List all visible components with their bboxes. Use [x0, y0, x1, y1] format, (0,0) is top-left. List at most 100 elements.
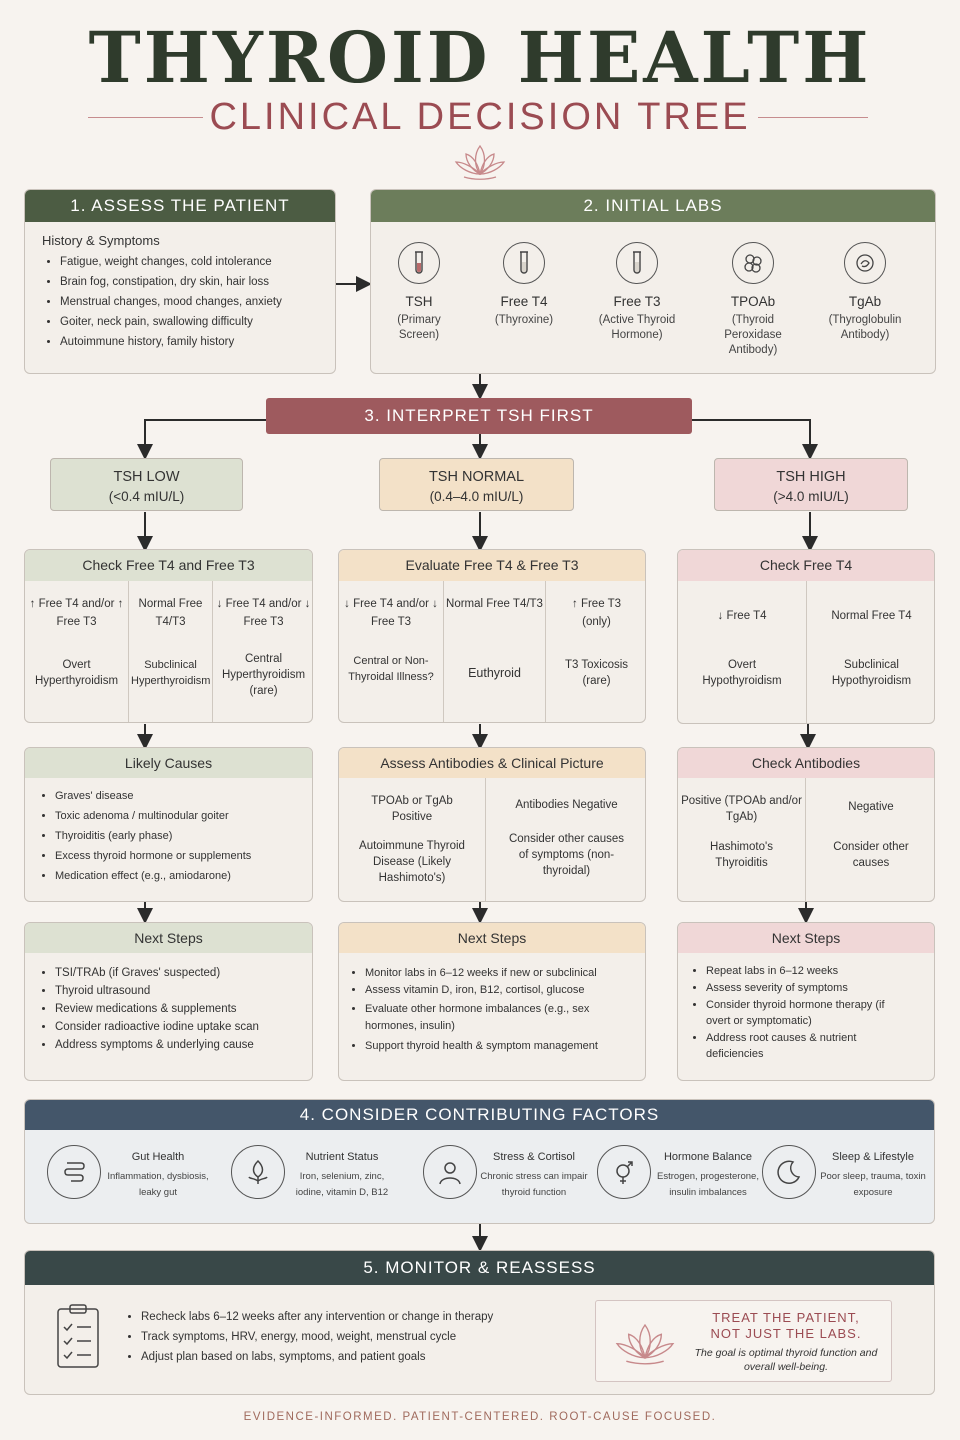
lab-name: TPOAb: [730, 294, 776, 309]
diagnosis: Overt Hypothyroidism: [702, 659, 782, 687]
list-item: Adjust plan based on labs, symptoms, and…: [141, 1351, 585, 1363]
symptom-list: Fatigue, weight changes, cold intoleranc…: [44, 256, 334, 356]
list-item: Review medications & supplements: [55, 1003, 309, 1015]
factor-title: Gut Health: [131, 1151, 185, 1163]
normal-next-steps-title: Next Steps: [339, 923, 645, 953]
divider: [806, 581, 807, 723]
diagnosis: Central Hyperthyroidism (rare): [221, 653, 306, 697]
low-check-cell: ↓ Free T4 and/or ↓ Free T3 Central Hyper…: [213, 581, 312, 722]
low-check-title: Check Free T4 and Free T3: [25, 550, 312, 581]
diagnosis: Overt Hyperthyroidism: [34, 659, 119, 687]
factor-description: Iron, selenium, zinc, iodine, vitamin D,…: [295, 1171, 389, 1198]
lab-finding: Normal Free T4/T3: [138, 598, 203, 628]
lab-description: (Thyroid Peroxidase Antibody): [724, 314, 782, 356]
high-next-steps-title: Next Steps: [678, 923, 934, 953]
high-antibodies-title: Check Antibodies: [678, 748, 934, 778]
high-antibodies-panel: Check Antibodies Positive (TPOAb and/or …: [677, 747, 935, 902]
initial-labs-title: 2. INITIAL LABS: [371, 190, 935, 222]
list-item: Goiter, neck pain, swallowing difficulty: [60, 316, 334, 328]
callout-title: TREAT THE PATIENT, NOT JUST THE LABS.: [710, 1310, 862, 1341]
factor-sleep-lifestyle: Sleep & Lifestyle Poor sleep, trauma, to…: [762, 1145, 934, 1205]
contributing-factors-title: 4. CONSIDER CONTRIBUTING FACTORS: [25, 1100, 934, 1130]
high-check-cell: Normal Free T4 Subclinical Hypothyroidis…: [807, 581, 934, 723]
intestine-icon: [47, 1145, 101, 1199]
tsh-normal-label: TSH NORMAL: [428, 469, 525, 485]
diagnosis: Central or Non-Thyroidal Illness?: [348, 655, 434, 683]
lotus-icon: [450, 140, 510, 182]
lab-finding: ↓ Free T4: [717, 610, 767, 622]
list-item: Toxic adenoma / multinodular goiter: [55, 810, 309, 822]
list-item: Fatigue, weight changes, cold intoleranc…: [60, 256, 334, 268]
lab-finding: ↓ Free T4 and/or ↓ Free T3: [344, 598, 438, 628]
lab-item-tpoab: TPOAb (Thyroid Peroxidase Antibody): [693, 242, 813, 358]
high-next-steps-panel: Next Steps Repeat labs in 6–12 weeks Ass…: [677, 922, 935, 1081]
normal-next-steps-panel: Next Steps Monitor labs in 6–12 weeks if…: [338, 922, 646, 1081]
test-tube-icon: [616, 242, 658, 284]
tsh-high-box: TSH HIGH (>4.0 mIU/L): [714, 458, 908, 511]
divider: [805, 778, 806, 901]
list-item: Assess vitamin D, iron, B12, cortisol, g…: [365, 984, 637, 996]
tsh-high-label: TSH HIGH: [776, 469, 846, 485]
factor-gut-health: Gut Health Inflammation, dysbiosis, leak…: [47, 1145, 227, 1205]
factor-title: Stress & Cortisol: [493, 1151, 575, 1163]
list-item: Thyroiditis (early phase): [55, 830, 309, 842]
list-item: Address symptoms & underlying cause: [55, 1039, 309, 1051]
low-check-panel: Check Free T4 and Free T3 ↑ Free T4 and/…: [24, 549, 313, 723]
list-item: Track symptoms, HRV, energy, mood, weigh…: [141, 1331, 585, 1343]
gender-icon: [597, 1145, 651, 1199]
monitor-panel: 5. MONITOR & REASSESS Recheck labs 6–12 …: [24, 1250, 935, 1395]
factor-description: Chronic stress can impair thyroid functi…: [480, 1171, 588, 1198]
factor-nutrient-status: Nutrient Status Iron, selenium, zinc, io…: [231, 1145, 411, 1205]
antibody-result: Antibodies Negative: [515, 799, 618, 811]
low-next-steps-title: Next Steps: [25, 923, 312, 953]
tsh-low-box: TSH LOW (<0.4 mIU/L): [50, 458, 243, 511]
lab-item-free-t3: Free T3 (Active Thyroid Hormone): [577, 242, 697, 343]
antibody-result: TPOAb or TgAb Positive: [371, 795, 453, 823]
list-item: Recheck labs 6–12 weeks after any interv…: [141, 1311, 585, 1323]
tsh-high-range: (>4.0 mIU/L): [773, 489, 849, 504]
normal-check-cell: ↓ Free T4 and/or ↓ Free T3 Central or No…: [339, 581, 443, 722]
normal-antibody-cell: TPOAb or TgAb Positive Autoimmune Thyroi…: [339, 778, 485, 901]
normal-antibody-cell: Antibodies Negative Consider other cause…: [486, 778, 645, 901]
lab-description: (Active Thyroid Hormone): [598, 314, 676, 341]
antibody-icon: [844, 242, 886, 284]
divider: [212, 581, 213, 722]
normal-steps-list: Monitor labs in 6–12 weeks if new or sub…: [349, 967, 637, 1057]
cells-icon: [732, 242, 774, 284]
list-item: Brain fog, constipation, dry skin, hair …: [60, 276, 334, 288]
initial-labs-panel: 2. INITIAL LABS TSH (Primary Screen) Fre…: [370, 189, 936, 374]
test-tube-icon: [503, 242, 545, 284]
lab-item-tsh: TSH (Primary Screen): [371, 242, 479, 343]
list-item: Evaluate other hormone imbalances (e.g.,…: [365, 1001, 605, 1035]
antibody-result: Negative: [848, 801, 894, 813]
low-next-steps-panel: Next Steps TSI/TRAb (if Graves' suspecte…: [24, 922, 313, 1081]
lab-name: TgAb: [848, 294, 882, 309]
likely-causes-panel: Likely Causes Graves' disease Toxic aden…: [24, 747, 313, 902]
title-divider-left: [88, 117, 203, 118]
normal-check-title: Evaluate Free T4 & Free T3: [339, 550, 645, 581]
divider: [545, 581, 546, 722]
lab-name: TSH: [405, 294, 433, 309]
diagnosis: Autoimmune Thyroid Disease (Likely Hashi…: [359, 840, 465, 884]
lab-name: Free T3: [613, 294, 661, 309]
lab-finding: ↓ Free T4 and/or ↓ Free T3: [216, 598, 311, 628]
tsh-normal-range: (0.4–4.0 mIU/L): [429, 489, 524, 504]
tsh-low-range: (<0.4 mIU/L): [108, 489, 185, 504]
leaf-icon: [231, 1145, 285, 1199]
diagnosis: Consider other causes of symptoms (non-t…: [508, 833, 625, 877]
list-item: Repeat labs in 6–12 weeks: [706, 963, 920, 979]
list-item: Support thyroid health & symptom managem…: [365, 1040, 637, 1052]
high-antibody-cell: Negative Consider other causes: [806, 778, 934, 901]
normal-check-cell: ↑ Free T3 (only) T3 Toxicosis (rare): [546, 581, 645, 722]
factor-description: Poor sleep, trauma, toxin exposure: [820, 1171, 926, 1198]
lab-finding: ↑ Free T3 (only): [572, 598, 621, 628]
normal-check-panel: Evaluate Free T4 & Free T3 ↓ Free T4 and…: [338, 549, 646, 723]
lotus-icon: [610, 1315, 680, 1370]
list-item: Consider radioactive iodine uptake scan: [55, 1021, 309, 1033]
lab-name: Free T4: [500, 294, 548, 309]
tsh-normal-box: TSH NORMAL (0.4–4.0 mIU/L): [379, 458, 574, 511]
list-item: Autoimmune history, family history: [60, 336, 334, 348]
list-item: Excess thyroid hormone or supplements: [55, 850, 309, 862]
antibody-result: Positive (TPOAb and/or TgAb): [681, 795, 802, 823]
